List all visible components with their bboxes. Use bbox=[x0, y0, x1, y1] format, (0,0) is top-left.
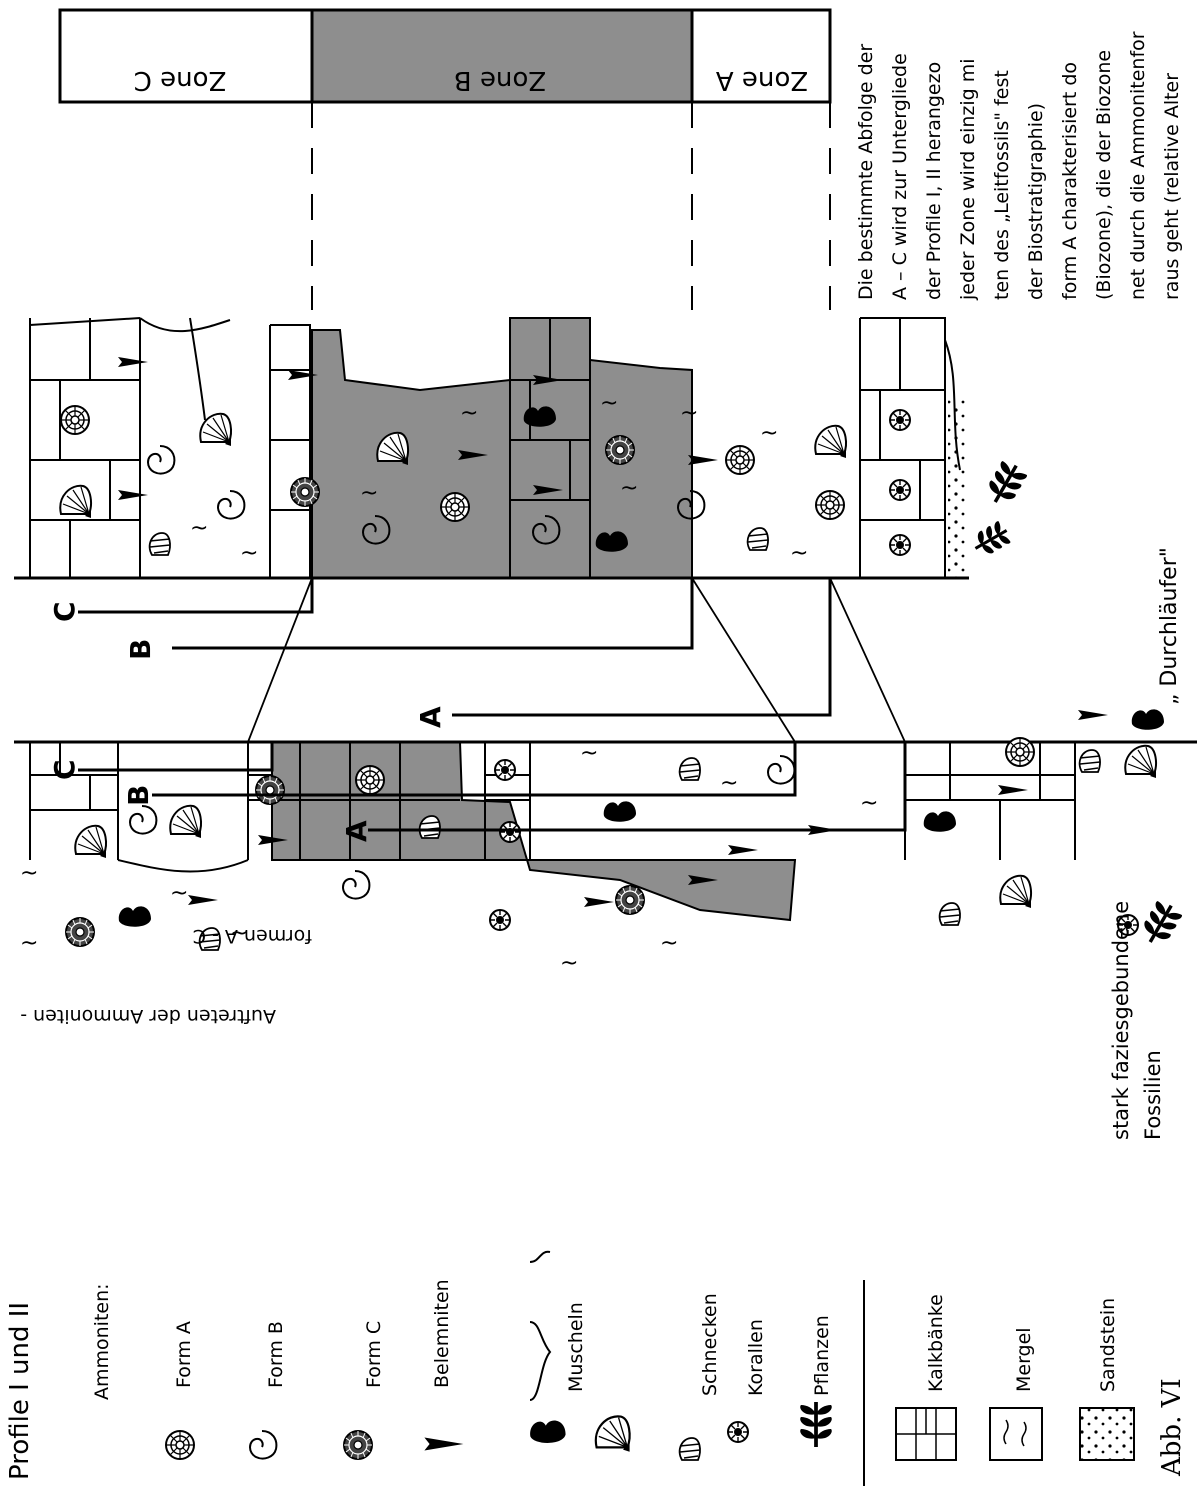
profile-1-column: ~ ~ ~ ~ ~ ~ ~ ~ ~ bbox=[14, 737, 1197, 976]
legend-corals: Korallen bbox=[745, 1319, 767, 1396]
mussel-dark-icon bbox=[530, 1420, 566, 1443]
zone-c-label: Zone C bbox=[134, 65, 227, 95]
plant-icon bbox=[798, 1400, 834, 1449]
facies-fossils-label-2: Fossilien bbox=[1141, 1050, 1165, 1140]
ammonite-form-b-icon bbox=[249, 1430, 278, 1460]
explanation-line-10: raus geht (relative Alter bbox=[1161, 73, 1183, 300]
explanation-line-7: form A charakterisiert do bbox=[1059, 62, 1081, 300]
marker-a-profile-1: A bbox=[340, 820, 373, 842]
ammonite-form-a-icon bbox=[165, 1430, 195, 1460]
ammonite-range-label-2: formen A - C bbox=[193, 925, 312, 947]
ammonite-form-c-icon bbox=[343, 1430, 373, 1460]
facies-plant-icon bbox=[1135, 896, 1186, 952]
legend-marl: Mergel bbox=[1013, 1327, 1035, 1392]
legend-mussels: Muscheln bbox=[565, 1302, 587, 1392]
markers: C B A C B A bbox=[48, 601, 447, 842]
legend-plants: Pflanzen bbox=[811, 1315, 833, 1396]
explanation-line-9: net durch die Ammonitenfor bbox=[1127, 31, 1149, 300]
mussel-light-icon bbox=[594, 1415, 631, 1453]
svg-text:~: ~ bbox=[170, 881, 188, 906]
marker-a-profile-2: A bbox=[414, 706, 447, 728]
svg-text:~: ~ bbox=[20, 931, 38, 956]
explanation-line-1: Die bestimmte Abfolge der bbox=[855, 44, 877, 300]
explanation-line-5: ten des „Leitfossils" fest bbox=[991, 70, 1013, 300]
svg-text:~: ~ bbox=[240, 541, 258, 566]
svg-text:~: ~ bbox=[560, 951, 578, 976]
legend-form-c: Form C bbox=[363, 1321, 385, 1388]
marker-c-profile-1: C bbox=[48, 759, 81, 780]
facies-fossils-label-1: stark faziesgebundene bbox=[1109, 901, 1133, 1140]
svg-text:~: ~ bbox=[600, 391, 618, 416]
coral-icon bbox=[727, 1421, 749, 1443]
legend-belemnites: Belemniten bbox=[431, 1279, 453, 1388]
marl-swatch bbox=[989, 1407, 1043, 1461]
marker-c-profile-2: C bbox=[48, 601, 81, 622]
figure-label: Abb. VI bbox=[1157, 1378, 1187, 1477]
profile-2-column: ~ ~ ~ ~ ~ ~ ~ ~ ~ bbox=[14, 310, 1031, 580]
ammonite-range-label-1: Auftreten der Ammoniten - bbox=[20, 1005, 276, 1027]
svg-text:~: ~ bbox=[360, 481, 378, 506]
legend-snails: Schnecken bbox=[699, 1293, 721, 1396]
limestone-swatch bbox=[895, 1407, 957, 1461]
svg-text:~: ~ bbox=[190, 516, 208, 541]
zone-b-fill bbox=[310, 8, 694, 104]
snail-icon bbox=[678, 1437, 701, 1461]
svg-text:~: ~ bbox=[860, 791, 878, 816]
svg-text:~: ~ bbox=[20, 861, 38, 886]
durchlaeufer-group: „ Durchläufer" bbox=[1078, 547, 1182, 779]
zone-bar: Zone C Zone B Zone A bbox=[58, 8, 832, 104]
svg-text:~: ~ bbox=[580, 741, 598, 766]
legend-form-a: Form A bbox=[173, 1321, 195, 1388]
figure-title: Profile I und II bbox=[5, 1302, 35, 1480]
zone-b-label: Zone B bbox=[454, 65, 546, 95]
svg-text:~: ~ bbox=[790, 541, 808, 566]
durchlaeufer-label: „ Durchläufer" bbox=[1157, 547, 1182, 705]
legend-form-b: Form B bbox=[265, 1321, 287, 1388]
explanation-line-6: der Biostratigraphie) bbox=[1025, 103, 1047, 300]
svg-text:~: ~ bbox=[720, 771, 738, 796]
svg-text:~: ~ bbox=[680, 401, 698, 426]
legend: Profile I und II Ammoniten: Form A Form … bbox=[5, 1250, 1187, 1486]
explanation-text: Die bestimmte Abfolge der A – C wird zur… bbox=[855, 31, 1183, 301]
facies-fossils: stark faziesgebundene Fossilien bbox=[1109, 896, 1186, 1140]
belemnite-icon bbox=[424, 1437, 464, 1451]
svg-text:~: ~ bbox=[760, 421, 778, 446]
zone-a-label: Zone A bbox=[716, 65, 808, 95]
svg-text:~: ~ bbox=[620, 476, 638, 501]
legend-sandstone: Sandstein bbox=[1097, 1298, 1119, 1392]
explanation-line-3: der Profile I, II herangezo bbox=[923, 62, 945, 300]
correlation-lines bbox=[78, 577, 907, 832]
sandstone-swatch bbox=[1079, 1407, 1135, 1461]
explanation-line-4: jeder Zone wird einzig mi bbox=[957, 58, 979, 301]
marker-b-profile-2: B bbox=[124, 639, 157, 660]
zone-boundaries bbox=[311, 102, 831, 350]
marker-b-profile-1: B bbox=[122, 785, 155, 806]
svg-text:~: ~ bbox=[460, 401, 478, 426]
legend-limestone: Kalkbänke bbox=[925, 1294, 947, 1392]
explanation-line-8: (Biozone), die der Biozone bbox=[1093, 50, 1115, 300]
explanation-line-2: A – C wird zur Untergliede bbox=[889, 53, 911, 300]
svg-text:~: ~ bbox=[230, 921, 248, 946]
legend-ammonites-heading: Ammoniten: bbox=[91, 1283, 113, 1400]
svg-text:~: ~ bbox=[660, 931, 678, 956]
mussels-brace bbox=[529, 1250, 552, 1401]
